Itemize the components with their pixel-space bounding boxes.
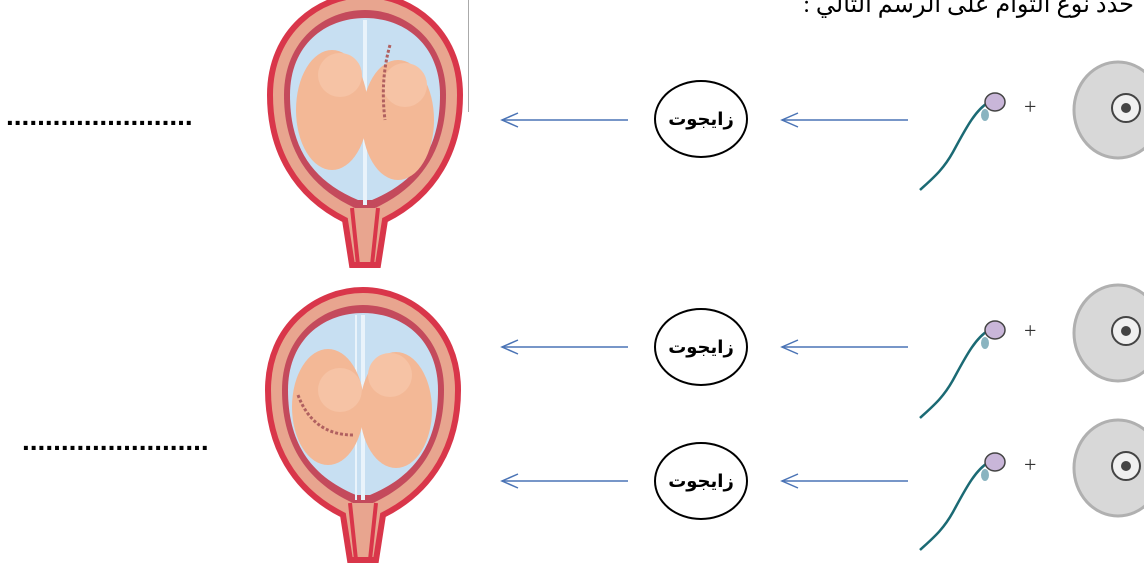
plus-sign-top: + xyxy=(1024,94,1037,119)
zygote-circle-low: زايجوت xyxy=(654,442,748,520)
zygote-circle-mid: زايجوت xyxy=(654,308,748,386)
zygote-circle-top: زايجوت xyxy=(654,80,748,158)
sperm-icon-low xyxy=(919,452,1006,551)
answer-blank-top[interactable]: ........................ xyxy=(6,100,193,131)
arrow-left-top-2 xyxy=(780,112,908,128)
plus-sign-mid: + xyxy=(1024,318,1037,343)
egg-cell-icon-low xyxy=(1072,418,1144,518)
uterus-twins-icon-bottom xyxy=(264,286,462,563)
sperm-icon-mid xyxy=(919,320,1006,419)
sperm-icon-top xyxy=(919,92,1006,191)
instruction-title: حدد نوع التوأم على الرسم التالي : xyxy=(803,0,1134,18)
egg-cell-icon-top xyxy=(1072,60,1144,160)
egg-cell-icon-mid xyxy=(1072,283,1144,383)
arrow-left-low-2 xyxy=(780,473,908,489)
divider-line xyxy=(468,0,469,112)
uterus-twins-icon-top xyxy=(266,0,464,268)
answer-blank-bottom[interactable]: ........................ xyxy=(22,425,209,456)
arrow-left-mid-2 xyxy=(780,339,908,355)
arrow-left-low-1 xyxy=(500,473,628,489)
plus-sign-low: + xyxy=(1024,452,1037,477)
arrow-left-mid-1 xyxy=(500,339,628,355)
arrow-left-top-1 xyxy=(500,112,628,128)
